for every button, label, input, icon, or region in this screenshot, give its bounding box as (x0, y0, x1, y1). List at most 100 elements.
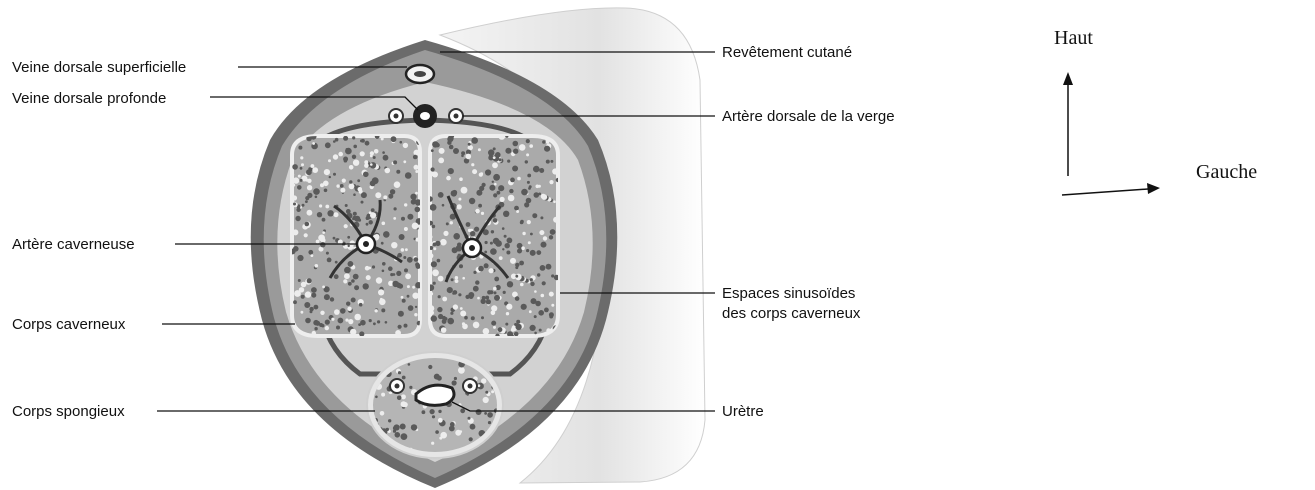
sinusoid-dot (493, 193, 497, 197)
sinusoid-dot (340, 184, 344, 188)
sinusoid-dot (520, 221, 524, 225)
sinusoid-dot (372, 265, 375, 268)
sinusoid-dot (499, 256, 503, 260)
sinusoid-dot (515, 266, 518, 269)
sinusoid-dot (330, 297, 334, 301)
sinusoid-dot (366, 275, 371, 280)
sinusoid-dot (325, 320, 330, 325)
sinusoid-dot (348, 261, 354, 267)
sinusoid-dot (363, 283, 369, 289)
sinusoid-dot (393, 430, 396, 433)
sinusoid-dot (471, 163, 474, 166)
sinusoid-dot (345, 204, 348, 207)
sinusoid-dot (307, 278, 312, 283)
sinusoid-dot (500, 197, 505, 202)
sinusoid-dot (502, 248, 504, 250)
sinusoid-dot (434, 374, 440, 380)
sinusoid-dot (489, 154, 493, 158)
sinusoid-dot (345, 319, 348, 322)
sinusoid-dot (398, 371, 401, 374)
sinusoid-dot (313, 188, 320, 195)
sinusoid-dot (474, 227, 479, 232)
sinusoid-dot (534, 315, 537, 318)
sinusoid-dot (361, 201, 364, 204)
sinusoid-dot (521, 304, 527, 310)
sinusoid-dot (403, 160, 406, 163)
sinusoid-dot (390, 189, 395, 194)
sinusoid-dot (530, 325, 536, 331)
sinusoid-dot (486, 299, 491, 304)
sinusoid-dot (357, 179, 360, 182)
sinusoid-dot (472, 169, 477, 174)
sinusoid-dot (507, 160, 510, 163)
sinusoid-dot (333, 173, 336, 176)
sinusoid-dot (391, 242, 397, 248)
sinusoid-dot (396, 170, 400, 174)
sinusoid-dot (535, 301, 541, 307)
sinusoid-dot (431, 149, 434, 152)
sinusoid-dot (360, 151, 365, 156)
sinusoid-dot (351, 298, 356, 303)
uretre-icon (416, 385, 454, 405)
sinusoid-dot (343, 279, 347, 283)
sinusoid-dot (528, 187, 531, 190)
sinusoid-dot (538, 185, 541, 188)
sinusoid-dot (437, 259, 441, 263)
sinusoid-dot (393, 160, 397, 164)
sinusoid-dot (435, 430, 439, 434)
label-espaces-sinusoides-line2: des corps caverneux (722, 305, 861, 322)
sinusoid-dot (344, 224, 348, 228)
sinusoid-dot (489, 268, 494, 273)
sinusoid-dot (512, 166, 518, 172)
sinusoid-dot (311, 254, 314, 257)
sinusoid-dot (396, 271, 401, 276)
sinusoid-dot (353, 274, 359, 280)
label-revetement-cutane: Revêtement cutané (722, 44, 852, 61)
sinusoid-dot (530, 282, 534, 286)
sinusoid-dot (431, 442, 434, 445)
label-uretre: Urètre (722, 403, 764, 420)
sinusoid-dot (510, 258, 516, 264)
sinusoid-dot (316, 240, 320, 244)
sinusoid-dot (453, 233, 460, 240)
sinusoid-dot (405, 172, 412, 179)
sinusoid-dot (491, 305, 497, 311)
sinusoid-dot (506, 304, 512, 310)
sinusoid-dot (509, 189, 513, 193)
sinusoid-dot (446, 176, 451, 181)
sinusoid-dot (325, 142, 331, 148)
sinusoid-dot (521, 189, 528, 196)
sinusoid-dot (407, 295, 410, 298)
sinusoid-dot (505, 323, 508, 326)
sinusoid-dot (322, 286, 325, 289)
sinusoid-dot (353, 193, 356, 196)
sinusoid-dot (492, 162, 498, 168)
sinusoid-dot (526, 153, 529, 156)
sinusoid-dot (478, 266, 484, 272)
sinusoid-dot (516, 320, 520, 324)
sinusoid-dot (438, 418, 443, 423)
sinusoid-dot (438, 158, 444, 164)
sinusoid-dot (353, 145, 357, 149)
sinusoid-dot (372, 177, 379, 184)
sinusoid-dot (433, 282, 436, 285)
sinusoid-dot (477, 297, 480, 300)
sinusoid-dot (465, 295, 469, 299)
sinusoid-dot (549, 315, 553, 319)
sinusoid-dot (530, 278, 533, 281)
sinusoid-dot (485, 391, 488, 394)
sinusoid-dot (553, 200, 556, 203)
sinusoid-dot (527, 220, 531, 224)
sinusoid-dot (473, 322, 480, 329)
sinusoid-dot (514, 332, 519, 337)
sinusoid-dot (430, 292, 433, 295)
sinusoid-dot (383, 195, 387, 199)
sinusoid-dot (334, 274, 339, 279)
sinusoid-dot (360, 139, 363, 142)
sinusoid-dot (364, 160, 368, 164)
sinusoid-dot (348, 245, 350, 247)
sinusoid-dot (395, 432, 401, 438)
sinusoid-dot (305, 291, 311, 297)
sinusoid-dot (305, 200, 308, 203)
